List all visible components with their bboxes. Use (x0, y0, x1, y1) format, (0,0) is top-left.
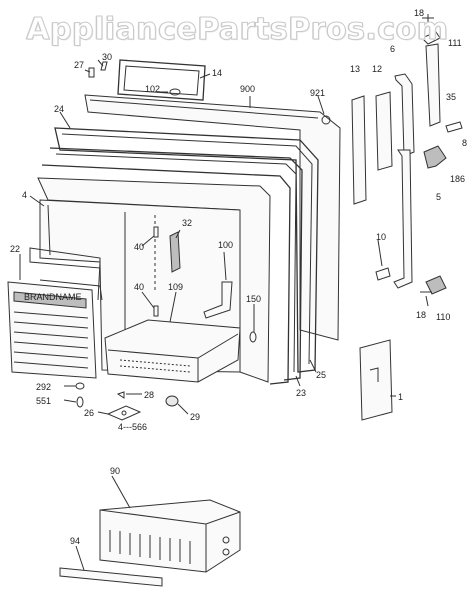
part-921-plug (321, 115, 331, 125)
part-110-hinge-block (425, 275, 447, 295)
callout-4: 4 (22, 190, 27, 200)
part-5-lower-hinge-bar (393, 149, 413, 289)
part-551-screw (76, 396, 84, 408)
callout-292: 292 (36, 382, 51, 392)
leader-lines (19, 14, 434, 571)
callout-10: 10 (376, 232, 386, 242)
callout-111: 111 (448, 38, 462, 48)
part-186-hinge (423, 145, 447, 169)
part-40-pin-lower (153, 305, 159, 317)
callout-40-lower: 40 (134, 282, 144, 292)
part-94-rail (59, 567, 163, 587)
callout-94: 94 (70, 536, 80, 546)
part-27-screw (88, 67, 95, 78)
callout-40-upper: 40 (134, 242, 144, 252)
callout-551: 551 (36, 396, 51, 406)
part-23-inner-frame (41, 164, 291, 385)
callout-28: 28 (144, 390, 154, 400)
callout-29: 29 (190, 412, 200, 422)
callout-102: 102 (145, 84, 160, 94)
part-6-hinge-bar (394, 73, 415, 157)
part-24-outer-frame (54, 127, 319, 373)
part-22-front-panel (7, 279, 103, 379)
part-292-hinge-pin (75, 382, 85, 390)
part-8-cover (445, 121, 463, 133)
callout-109: 109 (168, 282, 183, 292)
callout-900: 900 (240, 84, 255, 94)
callout-150: 150 (246, 294, 261, 304)
part-40-pin-upper (153, 226, 159, 238)
part-109-tray (104, 319, 241, 383)
callout-13: 13 (350, 64, 360, 74)
callout-35: 35 (446, 92, 456, 102)
callout-1: 1 (398, 392, 403, 402)
callout-110: 110 (436, 312, 450, 322)
callout-186: 186 (450, 174, 465, 184)
part-111-bolt (421, 31, 441, 45)
part-14-frame (117, 59, 206, 101)
callout-25: 25 (316, 370, 326, 380)
callout-921: 921 (310, 88, 325, 98)
part-13-strip (351, 95, 367, 205)
part-1-door-panel (359, 339, 393, 421)
callout-18: 18 (414, 8, 424, 18)
nameplate-label: BRANDNAME (24, 292, 82, 302)
part-150-screw (249, 331, 257, 343)
callout-labels: 18 111 30 27 14 102 900 921 13 12 6 35 2… (10, 8, 467, 546)
callout-22: 22 (10, 244, 20, 254)
part-10-stop (375, 267, 391, 281)
part-35-top-hinge (425, 43, 441, 127)
callout-14: 14 (212, 68, 222, 78)
callout-8: 8 (462, 138, 467, 148)
part-25-mid-frame (49, 147, 303, 381)
part-32-bracket (169, 231, 181, 273)
part-90-crisper (99, 499, 241, 573)
callout-32: 32 (182, 218, 192, 228)
part-29-cap (165, 395, 179, 407)
callout-30: 30 (102, 52, 112, 62)
part-100-cam (203, 281, 233, 319)
part-12-strip (375, 91, 393, 171)
callout-23: 23 (296, 388, 306, 398)
callout-90: 90 (110, 466, 120, 476)
callout-24: 24 (54, 104, 64, 114)
part-900-liner (84, 94, 341, 341)
callout-12: 12 (372, 64, 382, 74)
part-28-spring (116, 391, 125, 399)
callout-100: 100 (218, 240, 233, 250)
callout-18-lower: 18 (416, 310, 426, 320)
part-30-clip (100, 61, 108, 71)
callout-566: 4---566 (118, 422, 147, 432)
part-102-button (169, 88, 181, 96)
callout-5: 5 (436, 192, 441, 202)
part-26-bracket (106, 405, 142, 421)
callout-6: 6 (390, 44, 395, 54)
callout-27: 27 (74, 60, 84, 70)
callout-26: 26 (84, 408, 94, 418)
